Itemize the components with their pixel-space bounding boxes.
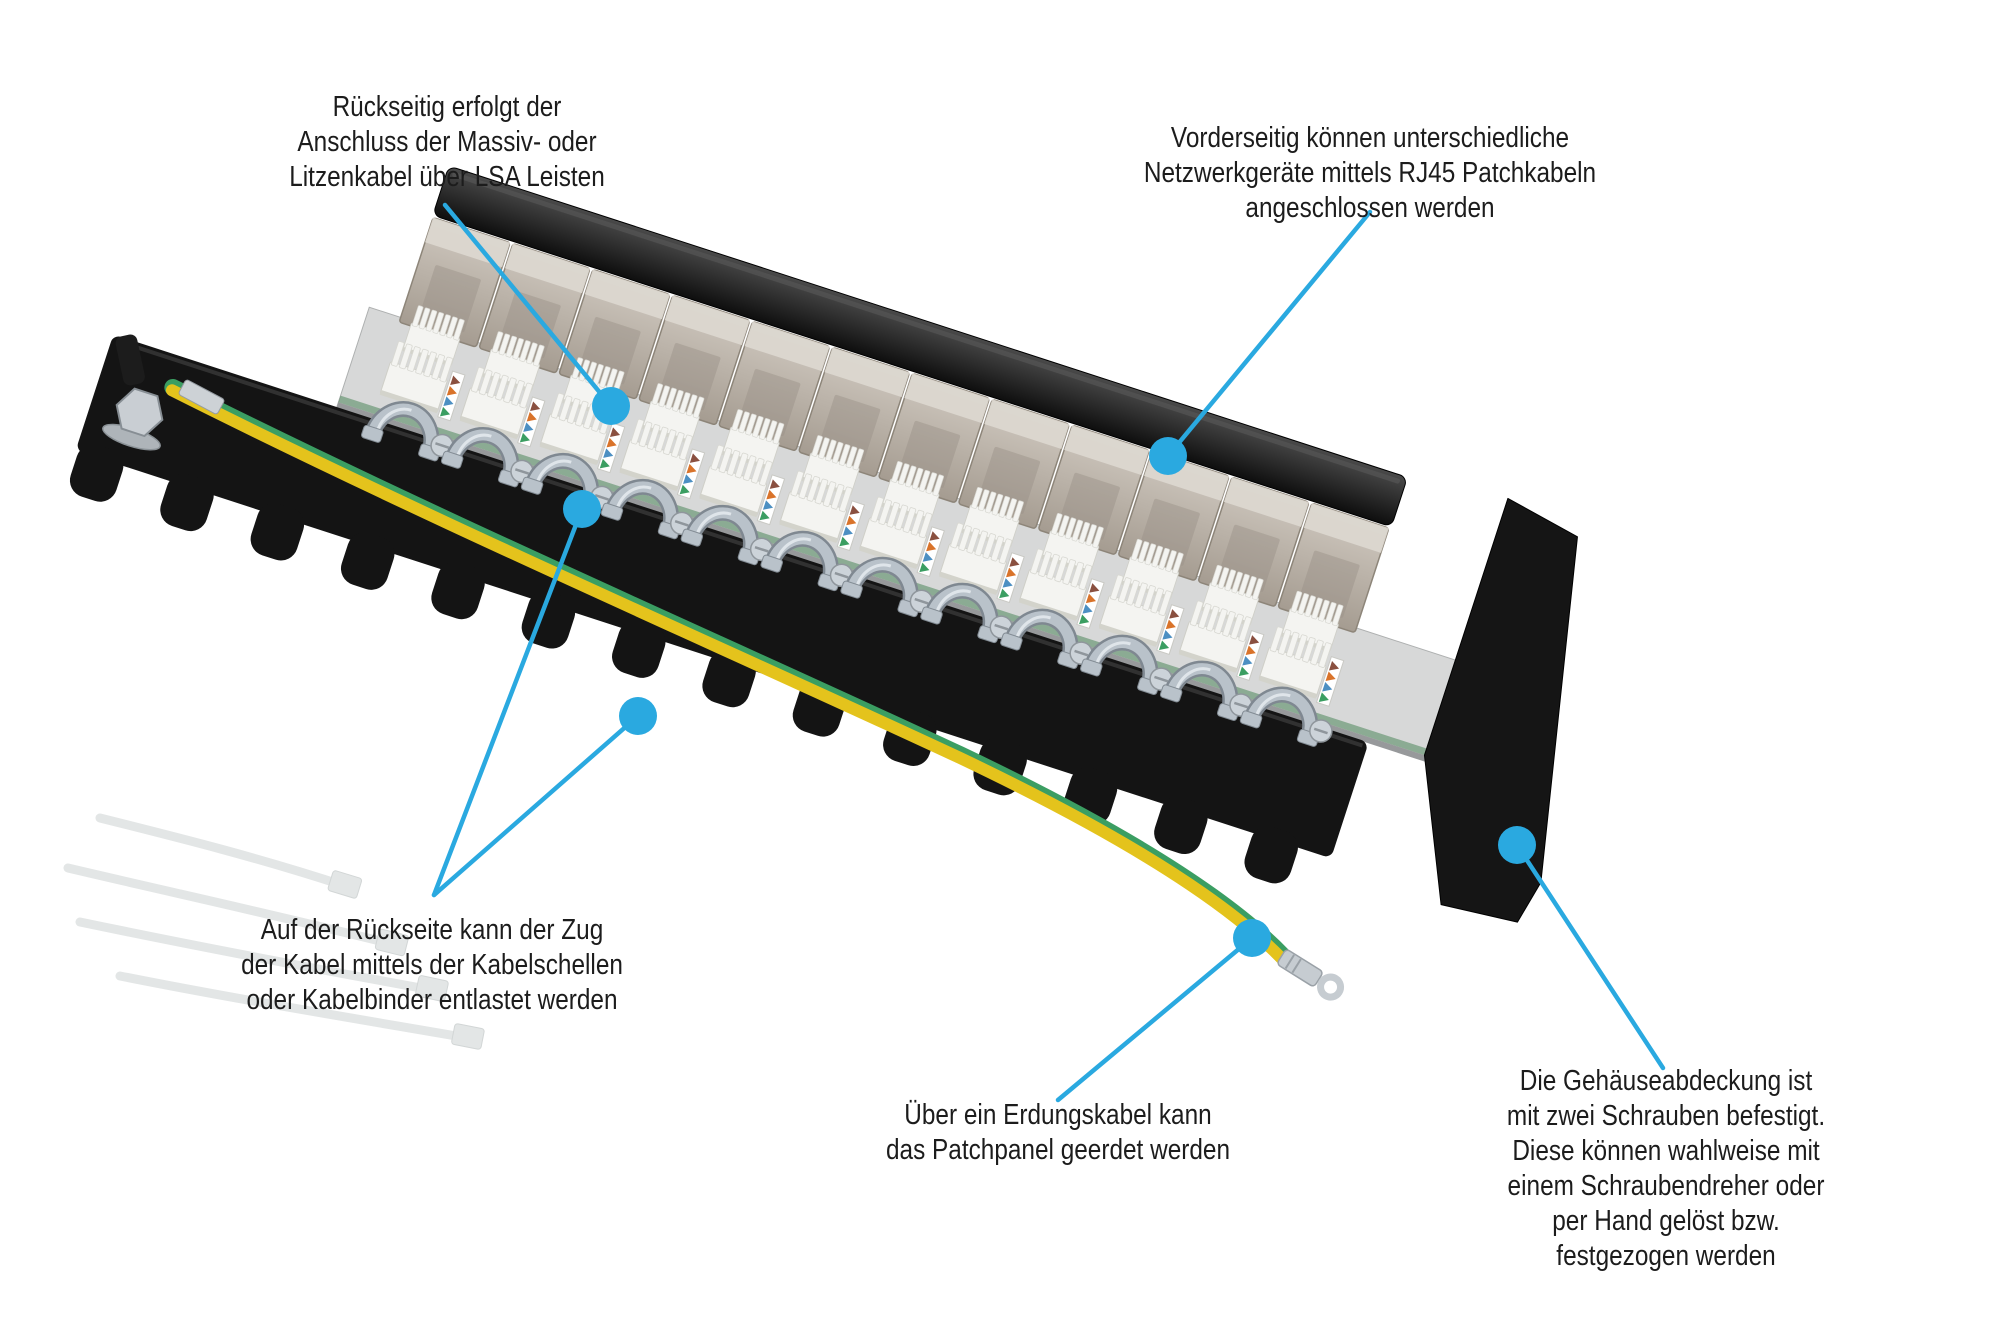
- callout-line-cover: [1514, 842, 1666, 1071]
- callout-dot-ground-icon: [1233, 919, 1271, 957]
- cable-tie-head: [451, 1023, 485, 1050]
- callout-dot-strain-2-icon: [619, 697, 657, 735]
- label-line: Litzenkabel über LSA Leisten: [289, 161, 605, 193]
- callout-lines: [431, 202, 1666, 1103]
- ground-wire: [164, 378, 1345, 1001]
- label-line: per Hand gelöst bzw.: [1552, 1205, 1780, 1237]
- callout-line-ground: [1055, 935, 1255, 1103]
- callout-dot-strain-1-icon: [563, 490, 601, 528]
- label-line: Vorderseitig können unterschiedliche: [1170, 122, 1570, 154]
- cable-tie-head: [327, 870, 363, 899]
- grounding-bolt: [102, 334, 164, 451]
- label-line: angeschlossen werden: [1245, 192, 1495, 224]
- cable-tie-head: [415, 975, 449, 1002]
- label-line: festgezogen werden: [1556, 1240, 1776, 1272]
- callout-dot-lsa-icon: [592, 387, 630, 425]
- front-cover-rail: [434, 167, 1406, 526]
- label-grounding: Über ein Erdungskabel kann das Patchpane…: [853, 1098, 1263, 1168]
- label-strain-relief: Auf der Rückseite kann der Zug der Kabel…: [205, 913, 660, 1018]
- callout-line-strain-1: [431, 506, 585, 898]
- callout-dot-front-icon: [1149, 437, 1187, 475]
- label-line: Die Gehäuseabdeckung ist: [1519, 1065, 1813, 1097]
- label-line: Rückseitig erfolgt der: [332, 91, 562, 123]
- cable-ties: [63, 813, 485, 1050]
- label-housing-cover: Die Gehäuseabdeckung ist mit zwei Schrau…: [1477, 1064, 1856, 1274]
- housing-side-cover: [1423, 497, 1578, 923]
- callout-dots: [563, 387, 1536, 957]
- label-line: einem Schraubendreher oder: [1507, 1170, 1825, 1202]
- callout-line-lsa: [442, 202, 614, 409]
- label-line: das Patchpanel geerdet werden: [886, 1134, 1230, 1166]
- label-line: Anschluss der Massiv- oder: [297, 126, 597, 158]
- callout-line-front: [1165, 209, 1373, 459]
- label-line: oder Kabelbinder entlastet werden: [246, 984, 618, 1016]
- label-line: der Kabel mittels der Kabelschellen: [241, 949, 623, 981]
- label-lsa-connection: Rückseitig erfolgt der Anschluss der Mas…: [259, 90, 635, 195]
- label-line: mit zwei Schrauben befestigt.: [1506, 1100, 1826, 1132]
- label-line: Netzwerkgeräte mittels RJ45 Patchkabeln: [1143, 157, 1597, 189]
- cable-lug: [1277, 949, 1345, 1001]
- hex-nut: [115, 387, 164, 438]
- cable-tie-head: [374, 928, 409, 957]
- label-front-ports: Vorderseitig können unterschiedliche Net…: [1101, 121, 1639, 226]
- label-line: Diese können wahlweise mit: [1512, 1135, 1820, 1167]
- callout-line-strain-2: [431, 713, 641, 898]
- patch-panel: [65, 167, 1578, 1001]
- callout-dot-cover-icon: [1498, 826, 1536, 864]
- label-line: Auf der Rückseite kann der Zug: [260, 914, 604, 946]
- label-line: Über ein Erdungskabel kann: [904, 1099, 1212, 1131]
